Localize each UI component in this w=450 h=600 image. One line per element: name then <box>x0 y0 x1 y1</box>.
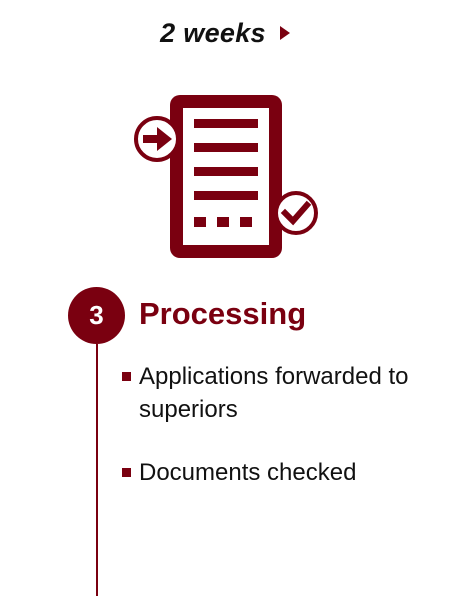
list-item-text: Applications forwarded to superiors <box>139 363 409 423</box>
step-number-badge: 3 <box>68 287 125 344</box>
document-line <box>194 191 258 200</box>
list-item-text: Documents checked <box>139 459 357 486</box>
document-dot <box>194 217 206 227</box>
bullet-list: Applications forwarded to superiors Docu… <box>122 360 432 519</box>
arrow-right-circle-icon <box>134 116 180 162</box>
list-item: Applications forwarded to superiors <box>122 360 432 426</box>
duration-label: 2 weeks <box>160 18 266 48</box>
document-line <box>194 167 258 176</box>
duration-header: 2 weeks <box>0 18 450 49</box>
document-checklist-icon <box>134 95 318 258</box>
bullet-square-icon <box>122 372 131 381</box>
document-line <box>194 119 258 128</box>
bullet-square-icon <box>122 468 131 477</box>
play-triangle-icon <box>279 26 290 40</box>
list-item: Documents checked <box>122 456 432 489</box>
document-dot <box>240 217 252 227</box>
document-line <box>194 143 258 152</box>
timeline-line <box>96 344 98 596</box>
check-circle-icon <box>274 191 318 235</box>
document-dot <box>217 217 229 227</box>
step-title: Processing <box>139 296 307 331</box>
